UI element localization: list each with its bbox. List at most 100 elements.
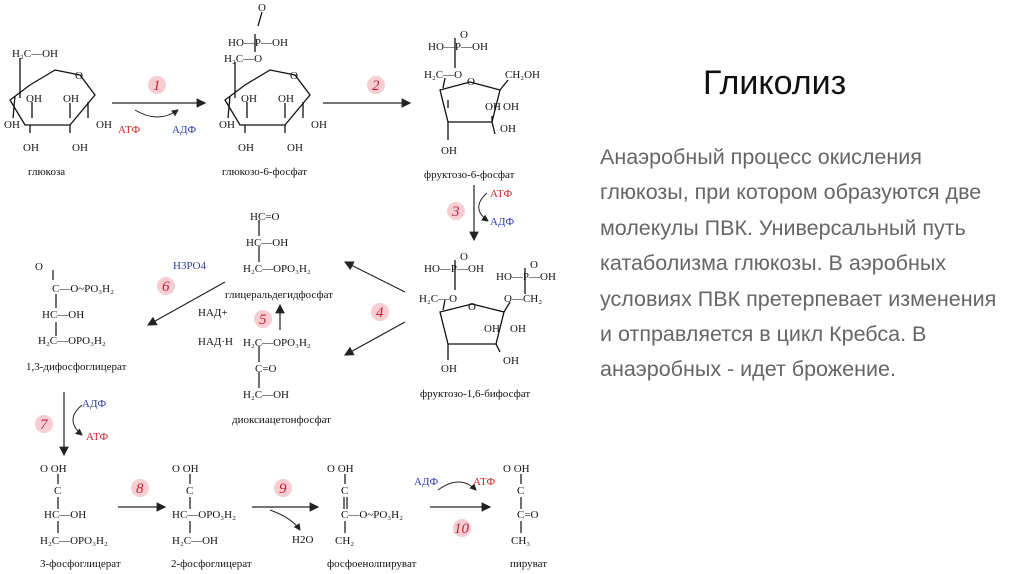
pep-c3: CH₂ (335, 535, 354, 547)
pyruvate-c3: CH₃ (511, 535, 530, 547)
step-6-badge (157, 277, 175, 295)
step-7-atp: АТФ (86, 431, 108, 443)
g6p-oh-p: HO—P—OH (228, 37, 288, 49)
g6p-oh-1: OH (241, 93, 257, 105)
step-4-arrow-down (343, 321, 406, 356)
step-4-number: 4 (376, 305, 384, 321)
f16bp-ch2o-2: O—CH₂ (504, 293, 542, 305)
gap-c1: HC=O (250, 211, 279, 223)
g6p-label: глюкозо-6-фосфат (222, 166, 307, 178)
bpg13-o: O (35, 261, 43, 273)
f16bp-oh-p-2: HO—P—OH (496, 271, 556, 283)
pyruvate-label: пируват (510, 558, 547, 570)
pep-cooh: O OH (327, 463, 354, 475)
dhap-c1: H₂C—OPO₃H₂ (243, 337, 311, 349)
pyruvate-c2: C=O (517, 509, 539, 521)
bpg13-c3: H₂C—OPO₃H₂ (38, 335, 106, 347)
dhap-c3: H₂C—OH (243, 389, 289, 401)
pg2-c3: H₂C—OH (172, 535, 218, 547)
step-2-badge (367, 76, 385, 94)
step-10-adp: АДФ (414, 476, 438, 488)
bpg13-c2: HC—OH (42, 309, 84, 321)
g6p-oh-3: OH (219, 119, 235, 131)
slide-description: Анаэробный процесс окисления глюкозы, пр… (600, 145, 997, 382)
pg2-c2: HC—OPO₃H₂ (172, 509, 236, 521)
f16bp-ch2o-1: H₂C—O (419, 293, 457, 305)
step-10-atp: АТФ (473, 476, 495, 488)
pg2-c1: C (186, 485, 193, 497)
pyruvate-c1: C (517, 485, 524, 497)
bpg13-label: 1,3-дифосфоглицерат (26, 361, 127, 373)
dhap-label: диоксиацетонфосфат (232, 414, 331, 426)
step-7-number: 7 (40, 417, 49, 433)
f16bp-oh-3: OH (441, 363, 457, 375)
step-6-number: 6 (162, 279, 170, 295)
f6p-oh-1: OH (485, 101, 501, 113)
step-7-cofactor-arc (72, 404, 83, 436)
f6p-ch2oh: CH₂OH (505, 69, 540, 81)
glucose-ch2oh: H₂C—OH (12, 48, 58, 60)
gap-c2: HC—OH (246, 237, 288, 249)
f16bp-oh-p-1: HO—P—OH (424, 263, 484, 275)
step-3-cofactor-arc (478, 192, 489, 222)
step-4-arrow-up (343, 261, 406, 293)
pg3-c2: HC—OH (44, 509, 86, 521)
step-1-atp: АТФ (118, 124, 140, 136)
f16bp-ring-o: O (468, 301, 476, 313)
step-3-number: 3 (451, 204, 460, 220)
step-10-cofactor-arc (437, 481, 477, 491)
step-6-arrow (146, 281, 226, 326)
bpg13-structure (52, 270, 57, 336)
step-9-water: H2O (292, 534, 313, 546)
pg3-label: 3-фосфоглицерат (40, 558, 121, 570)
f6p-oh-4: OH (500, 123, 516, 135)
pep-structure (343, 474, 348, 533)
step-9-badge (274, 479, 292, 497)
step-8-number: 8 (136, 481, 144, 497)
step-10-number: 10 (454, 521, 470, 537)
pg3-cooh: O OH (40, 463, 67, 475)
glucose-ring-o: O (75, 70, 83, 82)
g6p-oh-5: OH (238, 142, 254, 154)
step-7-adp: АДФ (82, 398, 106, 410)
pg3-c1: C (54, 485, 61, 497)
slide-title: Гликолиз (703, 64, 847, 102)
f6p-oh-2: OH (503, 101, 519, 113)
step-3-adp: АДФ (490, 216, 514, 228)
step-6-nadh: НАД·Н (198, 336, 233, 348)
step-7-badge (35, 415, 53, 433)
g6p-oh-2: OH (278, 93, 294, 105)
step-1-adp: АДФ (172, 124, 196, 136)
step-3-badge (447, 202, 465, 220)
f16bp-oh-1: OH (484, 323, 500, 335)
glucose-structure (9, 58, 96, 133)
f16bp-po-o-2: O (530, 259, 538, 271)
step-9-number: 9 (279, 481, 287, 497)
g6p-structure (224, 11, 311, 133)
g6p-ch2o: H₂C—O (224, 53, 262, 65)
dhap-c2: C=O (255, 363, 277, 375)
f6p-label: фруктозо-6-фосфат (424, 169, 515, 181)
g6p-po-o: O (258, 2, 266, 14)
f6p-oh-3: OH (441, 145, 457, 157)
step-8-badge (131, 479, 149, 497)
step-3-atp: АТФ (490, 188, 512, 200)
glucose-oh-1: OH (26, 93, 42, 105)
step-6-h3po4: H3PO4 (173, 260, 207, 272)
step-1-cofactor-arc (134, 109, 179, 118)
step-2-number: 2 (372, 78, 380, 94)
pep-c2: C—O~PO₃H₂ (341, 509, 403, 521)
f16bp-po-o-1: O (460, 251, 468, 263)
f6p-oh-p: HO—P—OH (428, 41, 488, 53)
gap-c3: H₂C—OPO₃H₂ (243, 263, 311, 275)
glycolysis-diagram: H₂C—OH O OH OH OH OH OH OH глюкоза 1 АТФ… (4, 2, 556, 570)
step-10-badge (453, 519, 471, 537)
g6p-oh-4: OH (311, 119, 327, 131)
g6p-oh-6: OH (287, 142, 303, 154)
g6p-ring-o: O (290, 70, 298, 82)
f6p-structure (439, 38, 509, 140)
f6p-ring-o: O (467, 76, 475, 88)
f6p-po-o: O (460, 29, 468, 41)
step-9-water-arc (269, 509, 301, 531)
